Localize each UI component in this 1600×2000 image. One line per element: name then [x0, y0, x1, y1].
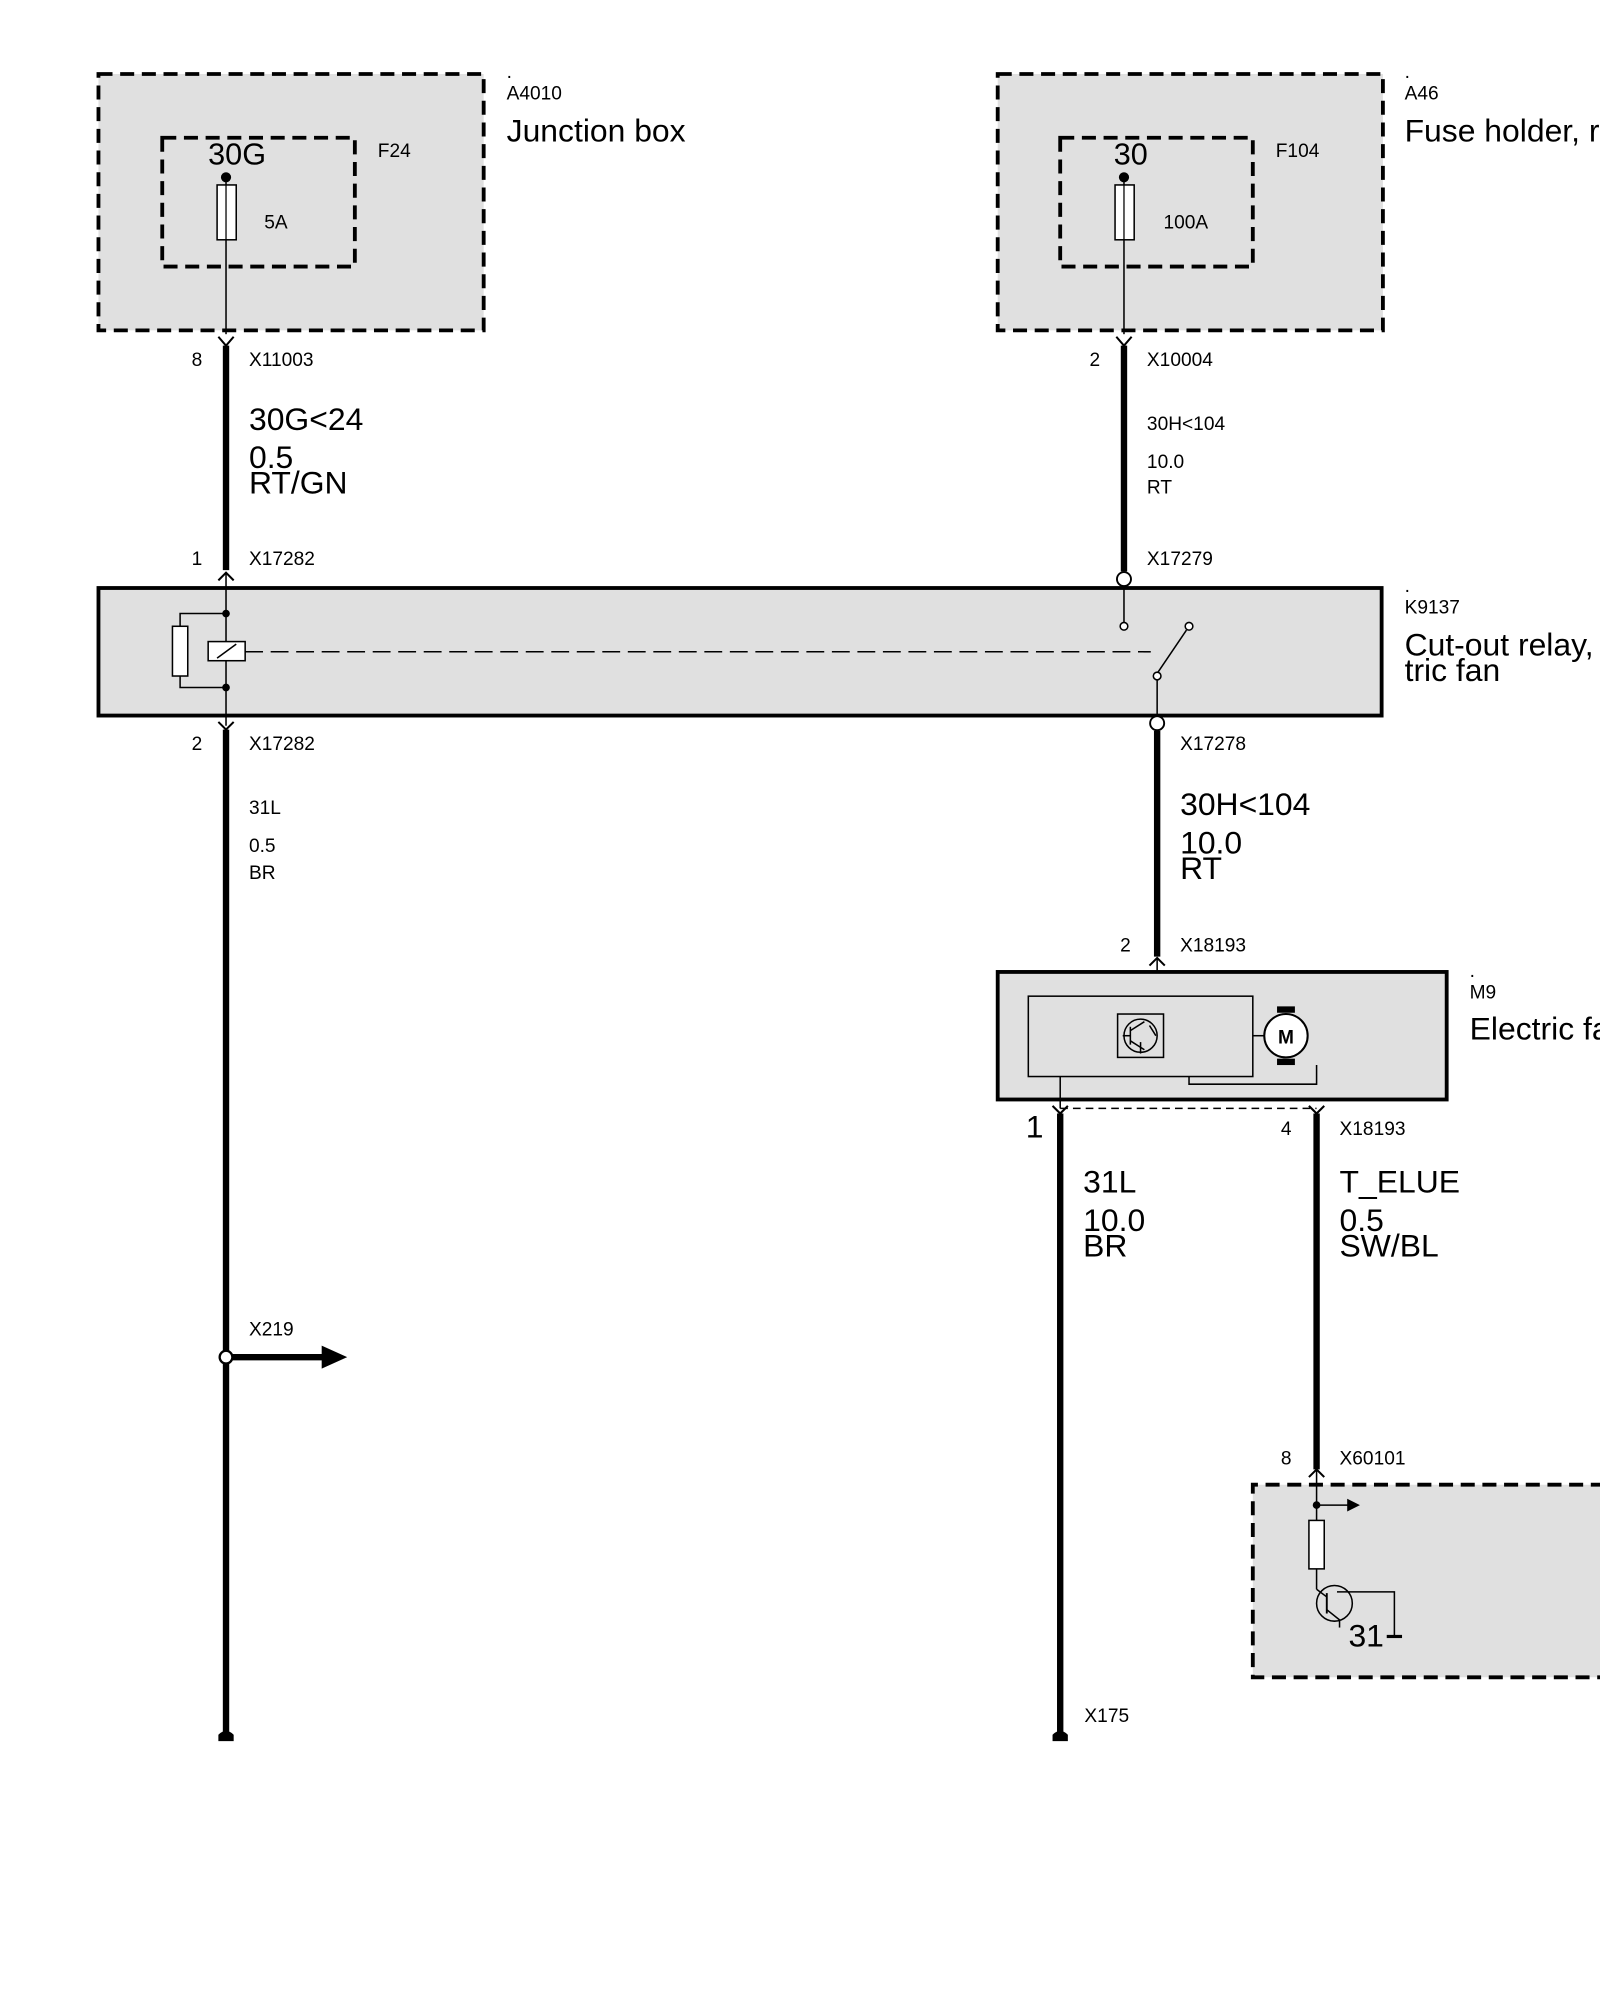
- wire-31l-left: 2 X17282 31L 0.5 BR X219: [192, 721, 348, 1742]
- junction-box-outline: [96, 72, 486, 333]
- fan-outline: [995, 970, 1449, 1102]
- connector-id: X17278: [1180, 734, 1246, 755]
- fuse-rating: 100A: [1164, 212, 1209, 233]
- connector-pin: 2: [1090, 350, 1101, 371]
- fuse-terminal-label: 30: [1114, 138, 1148, 172]
- connector-id: X175: [1084, 1706, 1129, 1727]
- fuse-compartment-outline: [1058, 135, 1255, 269]
- connector-id: X10004: [1147, 350, 1213, 371]
- wire-gauge: 10.0: [1083, 1202, 1145, 1238]
- connector-id: X17282: [249, 734, 315, 755]
- fuse-symbol: [1114, 184, 1135, 241]
- component-dot: .: [507, 62, 512, 83]
- connector-pin: 8: [1281, 1448, 1292, 1469]
- ground-terminal: [218, 1730, 234, 1742]
- fuse-terminal-label: 30G: [208, 138, 266, 172]
- wire-gauge: 10.0: [1180, 824, 1242, 860]
- fuse-id: F104: [1276, 141, 1320, 162]
- suppression-resistor: [171, 625, 189, 677]
- component-id: A46: [1405, 83, 1439, 104]
- control-unit-outline: [1250, 1482, 1600, 1680]
- connector-id: X18193: [1180, 936, 1246, 957]
- wire-gauge: 0.5: [249, 836, 276, 857]
- component-dot: .: [1405, 576, 1410, 597]
- connector-id: X11003: [249, 350, 314, 371]
- component-name-line2: tric fan: [1405, 652, 1501, 688]
- component-dot: .: [1470, 961, 1475, 982]
- wire-signal: 30G<24: [249, 401, 363, 437]
- motor-label: M: [1278, 1027, 1294, 1048]
- wire-gauge: 10.0: [1147, 452, 1184, 473]
- connector-pin: 2: [192, 734, 203, 755]
- wire-signal: 31L: [1083, 1164, 1136, 1200]
- connector-pin: 1: [192, 549, 203, 570]
- pull-up-resistor: [1308, 1519, 1325, 1570]
- transistor-symbol: [1315, 1584, 1354, 1622]
- component-name-line1: Cut-out relay, elec: [1405, 627, 1600, 663]
- component-id: M9: [1470, 983, 1497, 1004]
- junction-box-a4010: 30G F24 5A . A4010 Junction box: [96, 62, 686, 335]
- connector-id: X219: [249, 1319, 294, 1340]
- component-id: A4010: [507, 83, 562, 104]
- connector-pin: 1: [1026, 1109, 1044, 1145]
- continuation-arrow: [321, 1345, 348, 1369]
- connector-id: X60101: [1340, 1448, 1406, 1469]
- component-name: Electric fan: [1470, 1011, 1600, 1047]
- signal-arrow: [1347, 1498, 1360, 1512]
- wire-color: SW/BL: [1340, 1227, 1439, 1263]
- ground-terminal: [1052, 1730, 1068, 1742]
- wire-color: BR: [1083, 1227, 1127, 1263]
- wire-color: RT: [1180, 850, 1222, 886]
- wire-signal: 30H<104: [1180, 786, 1310, 822]
- component-id: K9137: [1405, 598, 1460, 619]
- fuse-compartment-outline: [160, 135, 357, 269]
- connector-id: X17282: [249, 549, 315, 570]
- relay-switch-contact: [1156, 629, 1188, 674]
- wire-gauge: 0.5: [249, 439, 293, 475]
- fuse-id: F24: [378, 141, 411, 162]
- wire-signal: T_ELUE: [1340, 1164, 1460, 1200]
- connector-pin: 8: [192, 350, 203, 371]
- connector-pin: 4: [1281, 1119, 1292, 1140]
- component-name: Fuse holder, rear: [1405, 113, 1600, 149]
- fuse-holder-a46: 30 F104 100A . A46 Fuse holder, rear: [995, 62, 1600, 335]
- connector-pin: 2: [1120, 936, 1131, 957]
- wire-gauge: 0.5: [1340, 1202, 1384, 1238]
- connector-id: X17279: [1147, 549, 1213, 570]
- ground-terminal-label: 31: [1348, 1618, 1383, 1654]
- component-name: Junction box: [507, 113, 686, 149]
- fuse-holder-outline: [995, 72, 1385, 333]
- wire-t-elue: 4 X18193 T_ELUE 0.5 SW/BL 8 X60101: [1281, 1105, 1460, 1478]
- transistor-box: [1116, 1013, 1165, 1059]
- component-dot: .: [1405, 62, 1410, 83]
- wire-31l-fan-ground: 1 31L 10.0 BR X175: [1026, 1105, 1145, 1742]
- control-unit-partial: 31: [1250, 1469, 1600, 1680]
- wire-30h-104-lower: X17278 30H<104 10.0 RT 2 X18193: [1120, 730, 1310, 998]
- wire-color: BR: [249, 863, 276, 884]
- wire-color: RT/GN: [249, 465, 348, 501]
- wire-30g-24: 8 X11003 30G<24 0.5 RT/GN: [192, 336, 363, 589]
- wire-color: RT: [1147, 478, 1172, 499]
- fuse-rating: 5A: [264, 212, 288, 233]
- wire-30h-104-upper: 2 X10004 30H<104 10.0 RT: [1090, 336, 1226, 572]
- splice-point: [218, 1349, 234, 1365]
- wire-signal: 31L: [249, 798, 281, 819]
- cut-out-relay-k9137: 1 X17282 X17279 . K9137 Cut-out relay, e…: [96, 549, 1600, 732]
- motor-symbol: [1263, 1013, 1309, 1059]
- electric-fan-m9: M . M9 Electric fan: [995, 961, 1600, 1110]
- wire-signal: 30H<104: [1147, 414, 1226, 435]
- connector-id: X18193: [1340, 1119, 1406, 1140]
